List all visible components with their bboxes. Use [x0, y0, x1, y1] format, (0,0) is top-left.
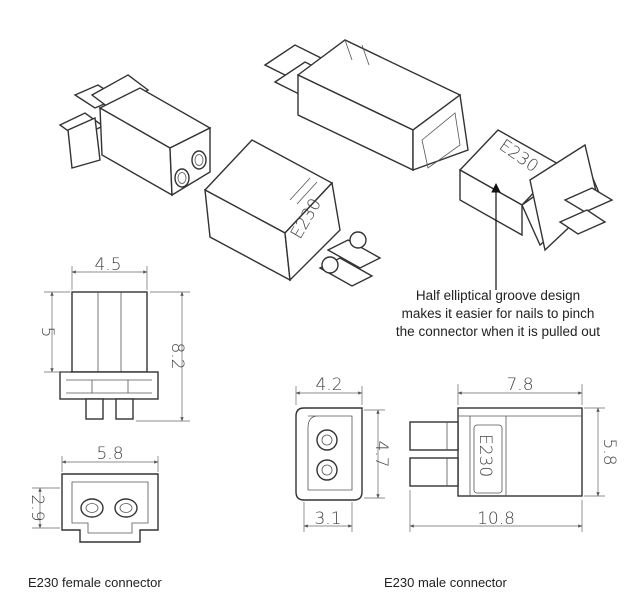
- female-caption: E230 female connector: [28, 575, 162, 590]
- dim-male-front-width: 4.2: [315, 375, 342, 395]
- annotation-line-3: the connector when it is pulled out: [396, 324, 600, 339]
- iso-male-side: E230: [458, 129, 614, 252]
- iso-female-center: E230: [203, 139, 382, 287]
- female-front-view: [59, 291, 159, 420]
- dim-female-height-body: 5: [37, 327, 57, 338]
- male-side-view: E230: [409, 407, 583, 497]
- male-side-marking: E230: [475, 434, 495, 477]
- dim-male-front-base: 3.1: [314, 509, 341, 529]
- iso-male-connector: [263, 39, 469, 172]
- male-caption: E230 male connector: [384, 575, 508, 590]
- dim-male-side-height: 5.8: [599, 438, 619, 465]
- female-front-dims: [44, 266, 190, 422]
- female-face-dims: [32, 456, 159, 529]
- female-face-view: [61, 473, 159, 543]
- annotation-line-2: makes it easier for nails to pinch: [402, 306, 595, 321]
- dim-male-front-height: 4.7: [371, 440, 391, 467]
- male-front-view: [295, 407, 363, 501]
- annotation-line-1: Half elliptical groove design: [416, 288, 580, 303]
- dim-female-face-height: 2.9: [27, 494, 47, 521]
- dim-male-side-length: 10.8: [477, 509, 515, 529]
- dim-male-side-width: 7.8: [506, 375, 533, 395]
- male-front-dims: [295, 386, 385, 532]
- dim-female-height-total: 8.2: [167, 342, 187, 369]
- dim-female-width-top: 4.5: [94, 255, 121, 275]
- male-side-dims: [409, 384, 605, 532]
- iso-female-connector: [58, 74, 212, 197]
- dim-female-width-base: 5.8: [96, 444, 123, 464]
